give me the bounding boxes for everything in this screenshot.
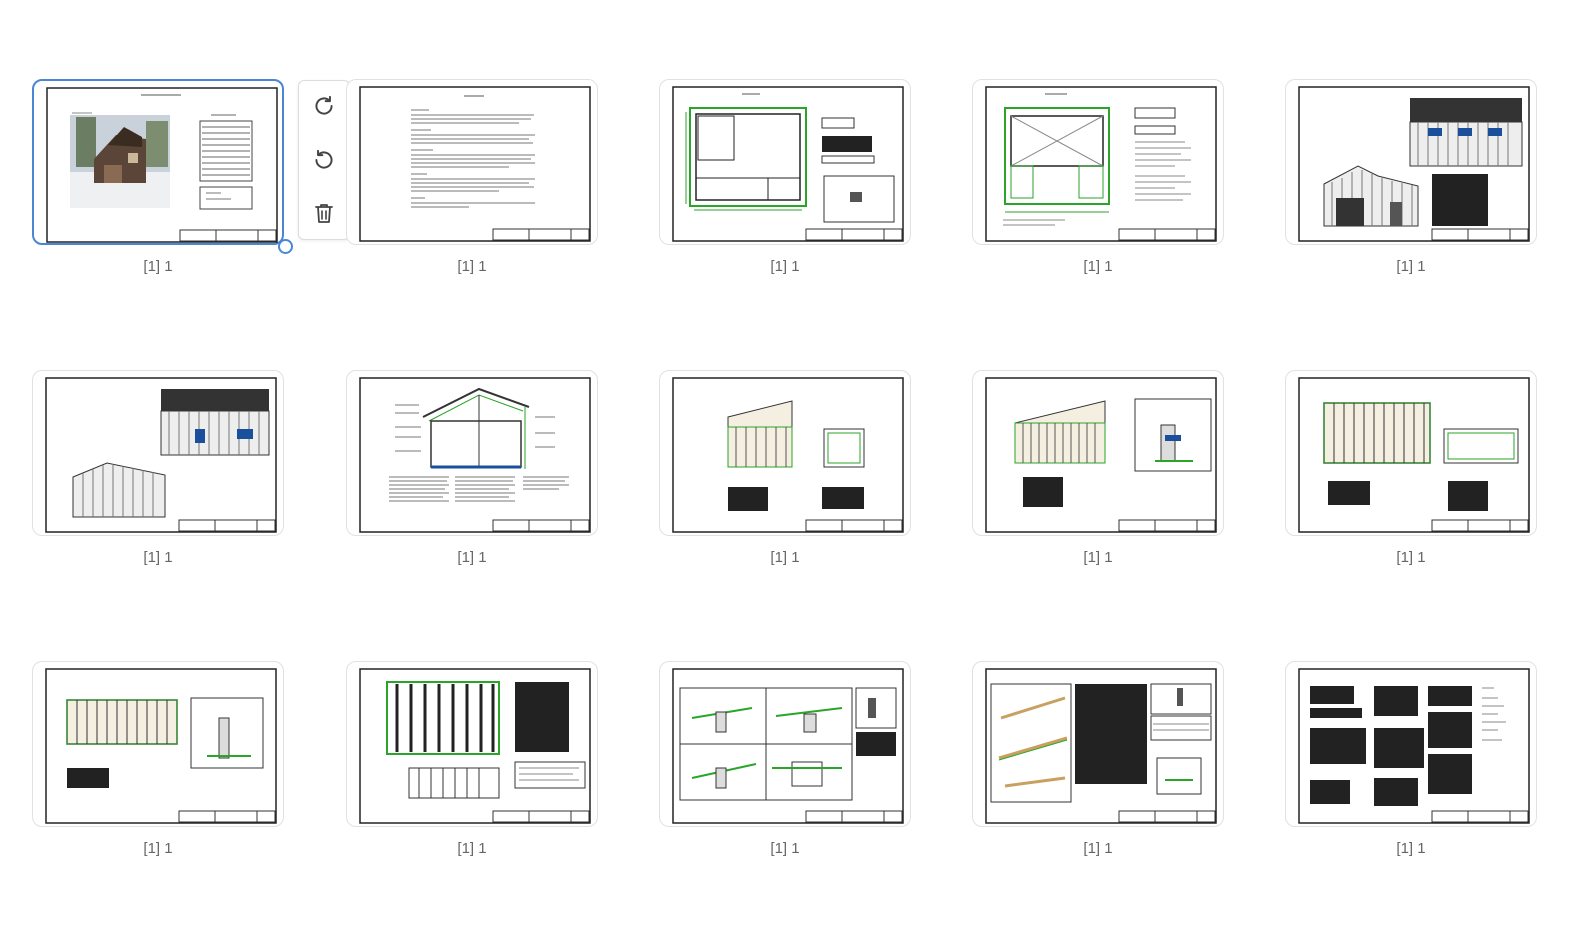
page-label: [1] 1	[143, 258, 173, 275]
page-preview	[46, 87, 278, 243]
page-label: [1] 1	[1396, 549, 1426, 566]
page-label: [1] 1	[143, 549, 173, 566]
page-preview	[672, 377, 904, 533]
page-preview	[359, 668, 591, 824]
page-thumbnail-7[interactable]	[346, 370, 598, 536]
page-label: [1] 1	[770, 840, 800, 857]
page-thumbnail-10[interactable]	[1285, 370, 1537, 536]
resize-handle[interactable]	[278, 239, 293, 254]
page-thumbnail-14[interactable]	[972, 661, 1224, 827]
page-label: [1] 1	[143, 840, 173, 857]
page-preview	[985, 86, 1217, 242]
page-label: [1] 1	[1083, 840, 1113, 857]
page-label: [1] 1	[457, 258, 487, 275]
page-preview	[985, 377, 1217, 533]
page-label: [1] 1	[457, 840, 487, 857]
page-thumbnail-8[interactable]	[659, 370, 911, 536]
page-preview	[672, 668, 904, 824]
page-thumbnail-13[interactable]	[659, 661, 911, 827]
page-preview	[1298, 377, 1530, 533]
page-action-toolbar	[298, 80, 350, 240]
trash-icon	[315, 204, 333, 223]
page-label: [1] 1	[770, 258, 800, 275]
page-label: [1] 1	[457, 549, 487, 566]
page-label: [1] 1	[1396, 258, 1426, 275]
page-preview	[985, 668, 1217, 824]
page-label: [1] 1	[1396, 840, 1426, 857]
page-thumbnail-12[interactable]	[346, 661, 598, 827]
page-label: [1] 1	[1083, 549, 1113, 566]
page-thumbnail-4[interactable]	[972, 79, 1224, 245]
page-label: [1] 1	[1083, 258, 1113, 275]
page-thumbnail-1[interactable]	[32, 79, 284, 245]
page-thumbnail-9[interactable]	[972, 370, 1224, 536]
page-preview	[359, 377, 591, 533]
page-thumbnail-3[interactable]	[659, 79, 911, 245]
page-preview	[45, 377, 277, 533]
page-thumbnail-11[interactable]	[32, 661, 284, 827]
rotate-clockwise-button[interactable]	[299, 86, 349, 126]
page-thumbnail-6[interactable]	[32, 370, 284, 536]
page-preview	[1298, 86, 1530, 242]
page-preview	[672, 86, 904, 242]
page-thumbnail-2[interactable]	[346, 79, 598, 245]
page-thumbnail-5[interactable]	[1285, 79, 1537, 245]
page-label: [1] 1	[770, 549, 800, 566]
page-preview	[1298, 668, 1530, 824]
rotate-clockwise-icon	[315, 95, 333, 115]
page-preview	[45, 668, 277, 824]
page-thumbnail-15[interactable]	[1285, 661, 1537, 827]
rotate-counterclockwise-button[interactable]	[299, 140, 349, 180]
delete-page-button[interactable]	[299, 193, 349, 233]
page-preview	[359, 86, 591, 242]
rotate-counterclockwise-icon	[315, 149, 333, 169]
